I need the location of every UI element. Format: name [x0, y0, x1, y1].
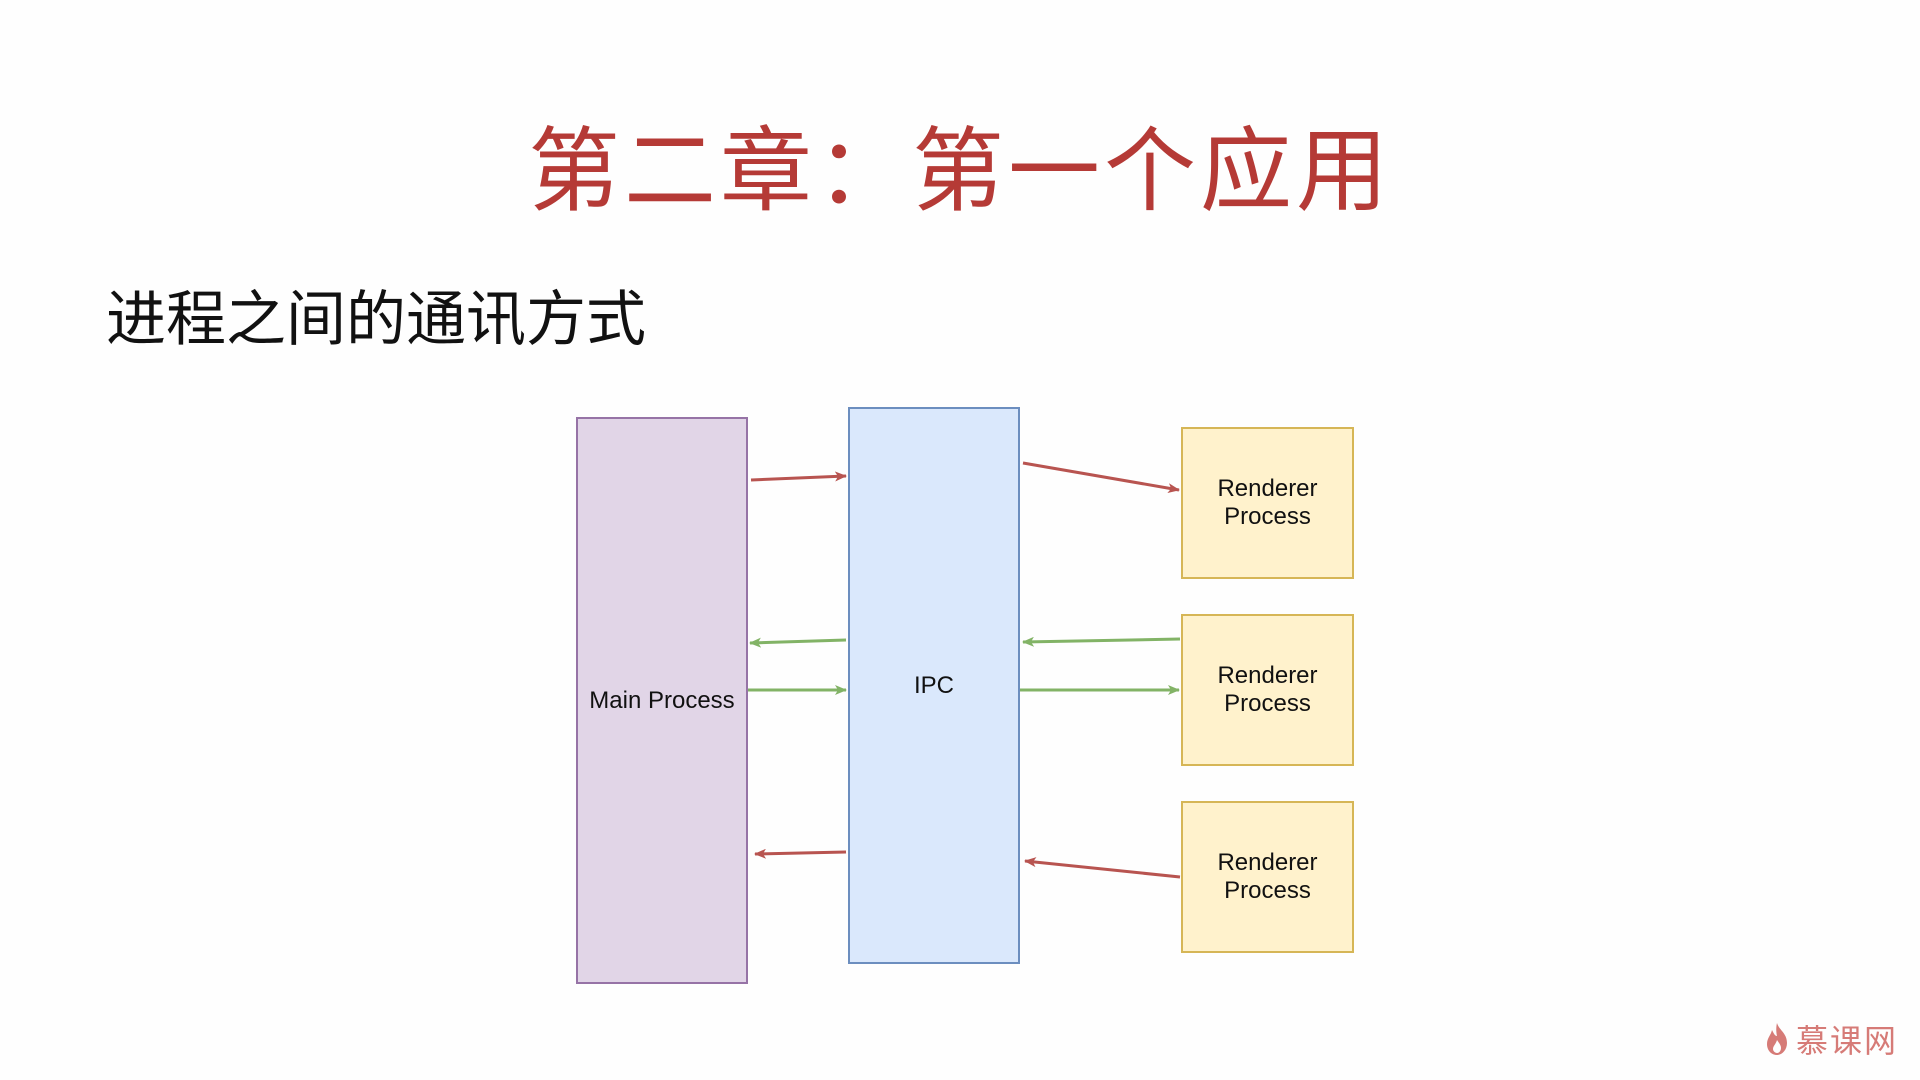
- renderer-process-label: Renderer Process: [1217, 662, 1318, 717]
- arrow-ipc-to-main-green: [749, 637, 847, 648]
- arrow-renderer3-to-ipc-red: [1024, 857, 1181, 879]
- flame-icon: [1766, 1023, 1787, 1055]
- arrow-ipc-to-renderer1-red: [1022, 461, 1180, 494]
- slide-title: 第二章：第一个应用: [527, 118, 1392, 225]
- arrow-renderer2-to-ipc-green: [1022, 636, 1181, 647]
- ipc-box: IPC: [848, 407, 1020, 964]
- arrow-ipc-to-main-red: [754, 848, 847, 859]
- slide-subtitle: 进程之间的通讯方式: [106, 285, 646, 355]
- arrow-main-to-ipc-red: [750, 471, 847, 482]
- main-process-box: Main Process: [576, 417, 748, 984]
- watermark: 慕课网: [1764, 1016, 1898, 1062]
- renderer-process-label: Renderer Process: [1217, 849, 1318, 904]
- renderer-process-box-1: Renderer Process: [1181, 427, 1354, 579]
- renderer-process-label: Renderer Process: [1217, 475, 1318, 530]
- renderer-process-box-3: Renderer Process: [1181, 801, 1354, 953]
- ipc-label: IPC: [913, 671, 954, 699]
- main-process-label: Main Process: [589, 686, 735, 714]
- watermark-text: 慕课网: [1795, 1022, 1898, 1060]
- renderer-process-box-2: Renderer Process: [1181, 614, 1354, 766]
